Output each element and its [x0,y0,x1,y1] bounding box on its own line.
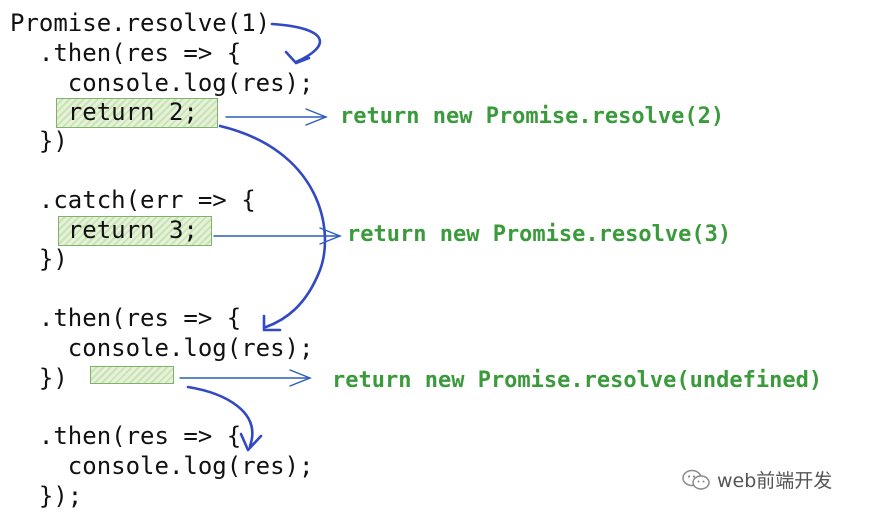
watermark-text: web前端开发 [717,470,833,492]
arrow-resolve-to-then [270,22,322,64]
pointer-arrowhead-1 [305,108,328,126]
pointer-arrowhead-2 [319,227,342,245]
code-line-12: .then(res => { [10,422,242,450]
highlight-undefined [90,366,174,384]
code-line-7: return 3; [10,216,198,244]
code-line-6: .catch(err => { [10,186,256,214]
code-line-9: .then(res => { [10,304,242,332]
arrow-undefined-to-then [186,385,254,448]
annotation-resolve-3: return new Promise.resolve(3) [347,222,732,247]
code-line-13: console.log(res); [10,452,314,480]
arrowhead-resolve-to-then [284,50,311,65]
code-line-3: console.log(res); [10,69,314,97]
highlight-return-2 [56,98,218,128]
arrowhead-return2-to-then [262,314,282,332]
arrow-return2-to-then [218,124,327,329]
annotation-resolve-2: return new Promise.resolve(2) [340,104,725,129]
code-line-5: }) [10,127,68,155]
arrowhead-undefined-to-then [239,432,263,452]
code-line-2: .then(res => { [10,39,242,67]
code-line-1: Promise.resolve(1) [10,9,271,37]
code-line-11: }) [10,364,68,392]
code-line-8: }) [10,245,68,273]
wechat-icon [682,469,710,490]
annotation-resolve-undefined: return new Promise.resolve(undefined) [332,368,823,393]
code-line-4: return 2; [10,98,198,126]
watermark: web前端开发 [681,466,832,493]
pointer-arrowhead-3 [289,369,312,387]
highlight-return-3 [58,216,212,246]
code-line-14: }); [10,482,83,510]
code-line-10: console.log(res); [10,334,314,362]
